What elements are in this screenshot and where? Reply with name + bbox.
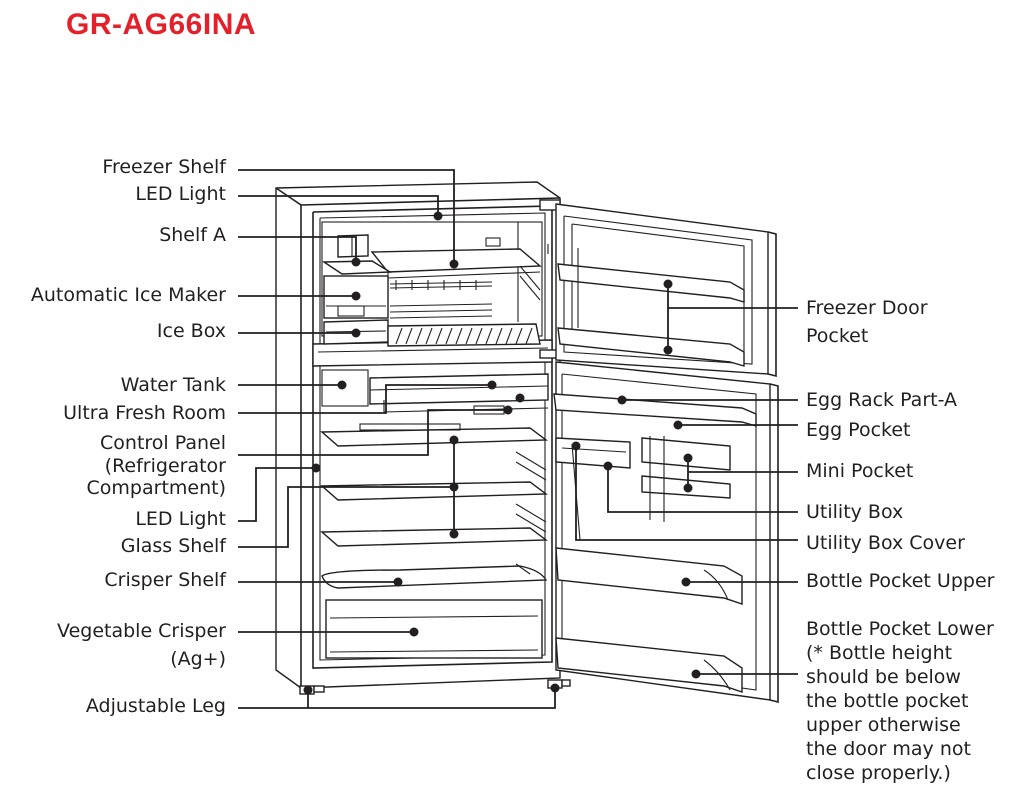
left-labels: Freezer Shelf LED Light Shelf A Automati…: [31, 156, 227, 717]
leader-shelf-a: [238, 236, 361, 267]
label-bottle-pocket-lower-line6: the door may not: [806, 738, 971, 760]
label-crisper-shelf: Crisper Shelf: [104, 569, 227, 591]
label-led-light-top: LED Light: [135, 183, 226, 205]
leader-automatic-ice-maker: [238, 291, 361, 301]
label-freezer-door-pocket-line2: Pocket: [806, 325, 868, 347]
label-vegetable-crisper-line2: (Ag+): [170, 648, 226, 670]
leader-egg-pocket: [673, 420, 798, 430]
label-ultra-fresh-room: Ultra Fresh Room: [63, 402, 226, 424]
label-freezer-door-pocket-line1: Freezer Door: [806, 297, 928, 319]
model-title: GR-AG66INA: [66, 8, 257, 41]
leader-glass-shelf: [238, 435, 459, 548]
label-bottle-pocket-lower-line4: the bottle pocket: [806, 690, 968, 712]
leader-vegetable-crisper: [238, 627, 419, 637]
label-water-tank: Water Tank: [121, 374, 226, 396]
label-glass-shelf: Glass Shelf: [121, 535, 228, 557]
leader-utility-box: [603, 461, 798, 513]
label-control-panel-line3: Compartment): [87, 477, 226, 499]
leader-freezer-shelf: [238, 169, 459, 269]
leader-ice-box: [238, 328, 361, 338]
label-bottle-pocket-upper: Bottle Pocket Upper: [806, 570, 995, 592]
leader-utility-box-cover: [571, 441, 798, 541]
freezer-grille: [395, 327, 533, 345]
label-utility-box-cover: Utility Box Cover: [806, 532, 965, 554]
leader-water-tank: [238, 380, 347, 390]
label-freezer-shelf: Freezer Shelf: [102, 156, 227, 178]
label-bottle-pocket-lower-line7: close properly.): [806, 762, 951, 784]
label-automatic-ice-maker: Automatic Ice Maker: [31, 284, 226, 306]
label-shelf-a: Shelf A: [159, 224, 226, 246]
leader-egg-rack-part-a: [617, 395, 798, 405]
right-labels: Freezer Door Pocket Egg Rack Part-A Egg …: [806, 297, 995, 784]
leader-adjustable-leg: [238, 683, 560, 709]
label-led-light-bottom: LED Light: [135, 508, 226, 530]
label-mini-pocket: Mini Pocket: [806, 460, 913, 482]
label-bottle-pocket-lower-line3: should be below: [806, 666, 961, 688]
refrigerator-illustration: [275, 181, 779, 704]
label-ice-box: Ice Box: [157, 320, 226, 342]
refrigerator-door: [553, 361, 779, 704]
label-bottle-pocket-lower-line5: upper otherwise: [806, 714, 961, 736]
leader-led-light-top: [238, 195, 443, 221]
right-leaders: [571, 279, 798, 679]
leader-led-light-bottom: [238, 463, 321, 522]
freezer-compartment: [321, 221, 543, 347]
leader-freezer-door-pocket: [663, 279, 798, 355]
leader-crisper-shelf: [238, 577, 403, 587]
leader-control-panel: [238, 393, 525, 456]
label-bottle-pocket-lower-line2: (* Bottle height: [806, 642, 952, 664]
label-bottle-pocket-lower-line1: Bottle Pocket Lower: [806, 618, 994, 640]
label-adjustable-leg: Adjustable Leg: [86, 695, 226, 717]
leader-mini-pocket: [683, 453, 798, 493]
leader-bottle-pocket-lower: [691, 669, 798, 679]
freezer-door: [555, 203, 777, 378]
left-leaders: [238, 169, 560, 709]
label-control-panel-line2: (Refrigerator: [105, 455, 227, 477]
leader-ultra-fresh-room: [238, 380, 497, 414]
label-egg-pocket: Egg Pocket: [806, 419, 910, 441]
label-vegetable-crisper-line1: Vegetable Crisper: [57, 620, 226, 642]
label-utility-box: Utility Box: [806, 501, 903, 523]
label-control-panel-line1: Control Panel: [100, 432, 226, 454]
leader-bottle-pocket-upper: [681, 577, 798, 587]
label-egg-rack-part-a: Egg Rack Part-A: [806, 389, 957, 411]
